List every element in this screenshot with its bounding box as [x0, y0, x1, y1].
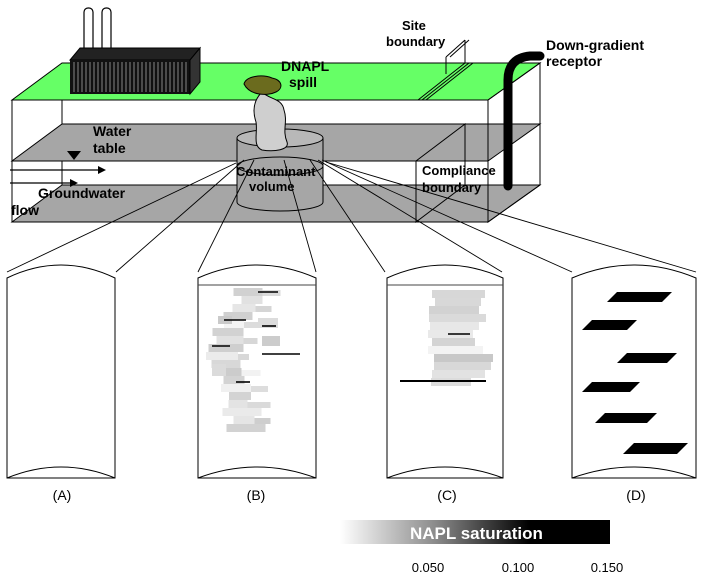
smokestack — [83, 7, 94, 55]
colorbar-tick-label: 0.050 — [412, 560, 445, 575]
napl-cell — [241, 370, 261, 376]
napl-distribution-c — [400, 290, 493, 386]
water-table-label: Water table — [93, 123, 135, 156]
napl-cell — [262, 290, 281, 296]
dnapl-spill-label: DNAPL spill — [281, 58, 333, 90]
napl-cell — [254, 418, 271, 424]
napl-cell — [224, 320, 244, 328]
napl-pool — [582, 320, 637, 330]
panel-caption: (D) — [626, 487, 645, 503]
napl-cell — [221, 384, 251, 392]
napl-cell — [233, 288, 263, 296]
napl-cell — [212, 364, 226, 376]
napl-cell — [429, 314, 486, 322]
site-boundary-wall — [417, 39, 474, 101]
napl-cell — [432, 338, 475, 346]
colorbar-tick-label: 0.100 — [502, 560, 535, 575]
site-block — [6, 7, 697, 273]
napl-cell — [429, 306, 479, 314]
napl-pool — [595, 413, 657, 423]
cylinder-bottom-arc — [6, 466, 116, 479]
contaminant-volume-label: Contaminant volume — [236, 164, 319, 194]
napl-cell — [238, 354, 249, 360]
site-boundary-label: Site boundary — [386, 18, 446, 49]
napl-cell — [216, 336, 244, 344]
napl-cell — [434, 354, 493, 362]
compliance-boundary-label: Compliance boundary — [422, 163, 499, 195]
napl-cell — [218, 368, 242, 376]
cylinder-outline — [571, 264, 697, 479]
cylinder-outline — [6, 264, 116, 479]
cylinder-bottom-arc — [197, 466, 317, 479]
napl-cell — [233, 416, 255, 424]
napl-pool — [617, 353, 677, 363]
napl-cell — [222, 408, 262, 416]
panel-d: (D) — [571, 264, 697, 503]
receptor-well — [503, 51, 545, 191]
dnapl-plume — [253, 91, 288, 152]
distribution-panels: (A) (B) (C) (D) — [6, 264, 697, 503]
napl-cell — [223, 312, 253, 320]
napl-cell — [247, 402, 271, 408]
napl-pool — [607, 292, 672, 302]
napl-cell — [232, 304, 256, 312]
factory-building — [68, 7, 202, 96]
callout-lines — [6, 159, 697, 273]
block-side-face — [487, 62, 541, 223]
napl-cell — [430, 322, 479, 330]
napl-cell — [212, 328, 244, 336]
napl-cell — [226, 424, 266, 432]
napl-cell — [434, 362, 491, 370]
panel-caption: (A) — [53, 487, 72, 503]
colorbar-title: NAPL saturation — [410, 524, 543, 543]
napl-cell — [223, 376, 245, 384]
colorbar-tick-label: 0.150 — [591, 560, 624, 575]
napl-cell — [244, 322, 266, 328]
dnapl-spill — [243, 75, 282, 95]
panel-b: (B) — [197, 264, 317, 503]
groundwater-flow-arrows — [10, 166, 106, 187]
napl-cell — [243, 338, 258, 344]
napl-cell — [262, 336, 280, 346]
panel-a: (A) — [6, 264, 116, 503]
napl-distribution-b — [206, 288, 300, 432]
napl-cell — [258, 318, 278, 328]
panel-c: (C) — [386, 264, 504, 503]
napl-saturation-colorbar: NAPL saturation 0.050 0.100 0.150 — [340, 520, 623, 575]
diagram-labels: DNAPL spill Site boundary Down-gradient … — [11, 18, 648, 218]
smokestack — [101, 7, 112, 55]
napl-cell — [255, 306, 272, 312]
panel-caption: (B) — [247, 487, 266, 503]
napl-cell — [208, 344, 244, 352]
napl-cell — [432, 370, 485, 378]
receptor-label: Down-gradient receptor — [546, 37, 648, 69]
napl-cell — [206, 352, 238, 360]
napl-cell — [428, 346, 483, 354]
napl-cell — [251, 386, 268, 392]
groundwater-flow-label: Groundwater flow — [11, 185, 129, 218]
napl-cell — [432, 290, 485, 298]
napl-cell — [229, 392, 251, 400]
napl-cell — [241, 296, 263, 304]
panel-caption: (C) — [437, 487, 456, 503]
water-table-icon — [67, 151, 81, 160]
napl-cell — [435, 298, 481, 306]
napl-pool — [623, 443, 688, 454]
napl-cell — [228, 400, 248, 408]
cylinder-bottom-arc — [571, 466, 697, 479]
cylinder-bottom-arc — [386, 466, 504, 479]
colorbar-gradient — [340, 520, 610, 544]
napl-pool — [582, 382, 640, 392]
